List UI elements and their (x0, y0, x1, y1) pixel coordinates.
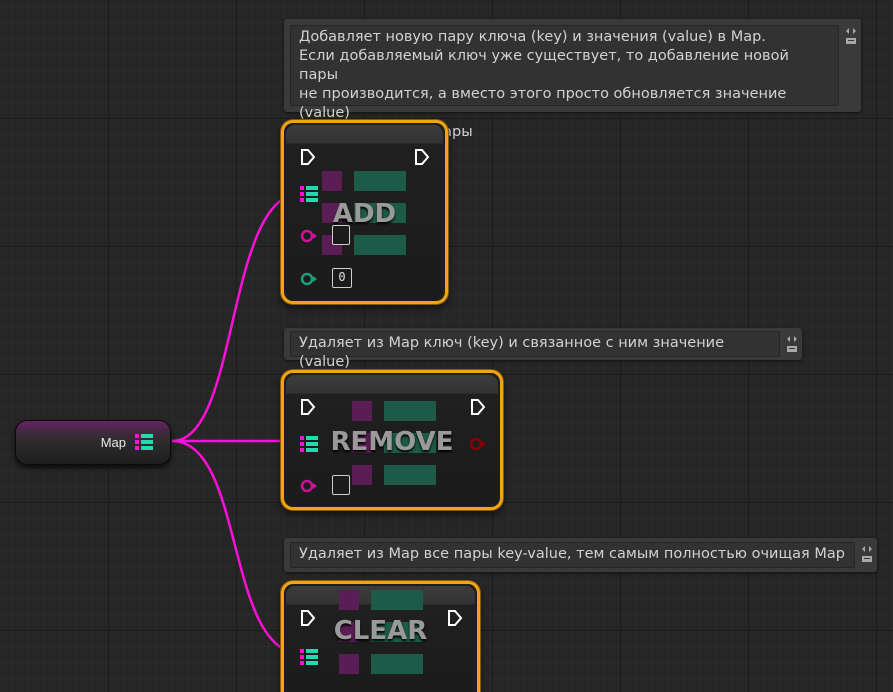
node-remove-title: REMOVE (330, 427, 454, 457)
map-pin-icon[interactable] (135, 433, 155, 451)
node-add-title: ADD (332, 199, 397, 229)
node-clear-title: CLEAR (333, 616, 428, 646)
exec-pin-icon[interactable] (470, 398, 486, 416)
node-add-deco (354, 235, 406, 255)
node-clear-deco (339, 590, 359, 610)
wire-map-to-clear[interactable] (171, 439, 303, 656)
comment-clear[interactable]: Удаляет из Map все пары key-value, тем с… (284, 538, 877, 572)
comment-clear-text: Удаляет из Map все пары key-value, тем с… (290, 542, 855, 568)
node-add-deco (322, 171, 342, 191)
value-int-field[interactable]: 0 (332, 268, 352, 288)
comment-pin-icon[interactable] (786, 332, 798, 354)
key-pin-icon[interactable] (300, 479, 318, 493)
comment-remove-text: Удаляет из Map ключ (key) и связанное с … (290, 331, 780, 370)
node-clear-deco (339, 622, 359, 642)
node-clear-deco (371, 654, 423, 674)
node-clear-deco (371, 590, 423, 610)
node-remove-deco (384, 433, 436, 453)
node-remove-body: REMOVE (286, 375, 498, 505)
node-add-deco (354, 203, 406, 223)
node-remove-deco (384, 401, 436, 421)
comment-add[interactable]: Добавляет новую пару ключа (key) и значе… (284, 19, 861, 140)
key-pin-icon[interactable] (300, 229, 318, 243)
exec-pin-icon[interactable] (414, 148, 430, 166)
key-checkbox[interactable] (332, 475, 350, 495)
comment-add-text: Добавляет новую пару ключа (key) и значе… (290, 25, 839, 140)
comment-pin-icon[interactable] (861, 542, 873, 564)
node-add-deco (322, 203, 342, 223)
node-remove-deco (352, 465, 372, 485)
map-pin-icon[interactable] (300, 648, 320, 666)
exec-pin-icon[interactable] (300, 148, 316, 166)
node-remove-deco (352, 401, 372, 421)
comment-remove[interactable]: Удаляет из Map ключ (key) и связанное с … (284, 328, 802, 370)
node-clear[interactable]: CLEAR (281, 581, 480, 692)
map-variable-label: Map (100, 435, 126, 450)
node-remove-deco (384, 465, 436, 485)
key-checkbox[interactable] (332, 225, 350, 245)
node-remove-deco (352, 433, 372, 453)
node-clear-body: CLEAR (286, 586, 475, 692)
map-pin-icon[interactable] (300, 435, 320, 453)
wire-map-to-add[interactable] (171, 191, 303, 443)
bool-out-pin-icon[interactable] (469, 437, 487, 451)
value-pin-icon[interactable] (300, 272, 318, 286)
map-pin-icon[interactable] (300, 185, 320, 203)
exec-pin-icon[interactable] (300, 398, 316, 416)
node-clear-deco (339, 654, 359, 674)
node-remove[interactable]: REMOVE (281, 370, 503, 510)
exec-pin-icon[interactable] (300, 609, 316, 627)
node-add-deco (354, 171, 406, 191)
exec-pin-icon[interactable] (447, 609, 463, 627)
map-variable-node[interactable]: Map (15, 420, 171, 465)
node-add-body: ADD 0 (286, 125, 443, 299)
comment-pin-icon[interactable] (845, 25, 857, 45)
node-add[interactable]: ADD 0 (281, 120, 448, 304)
node-clear-deco (371, 622, 423, 642)
